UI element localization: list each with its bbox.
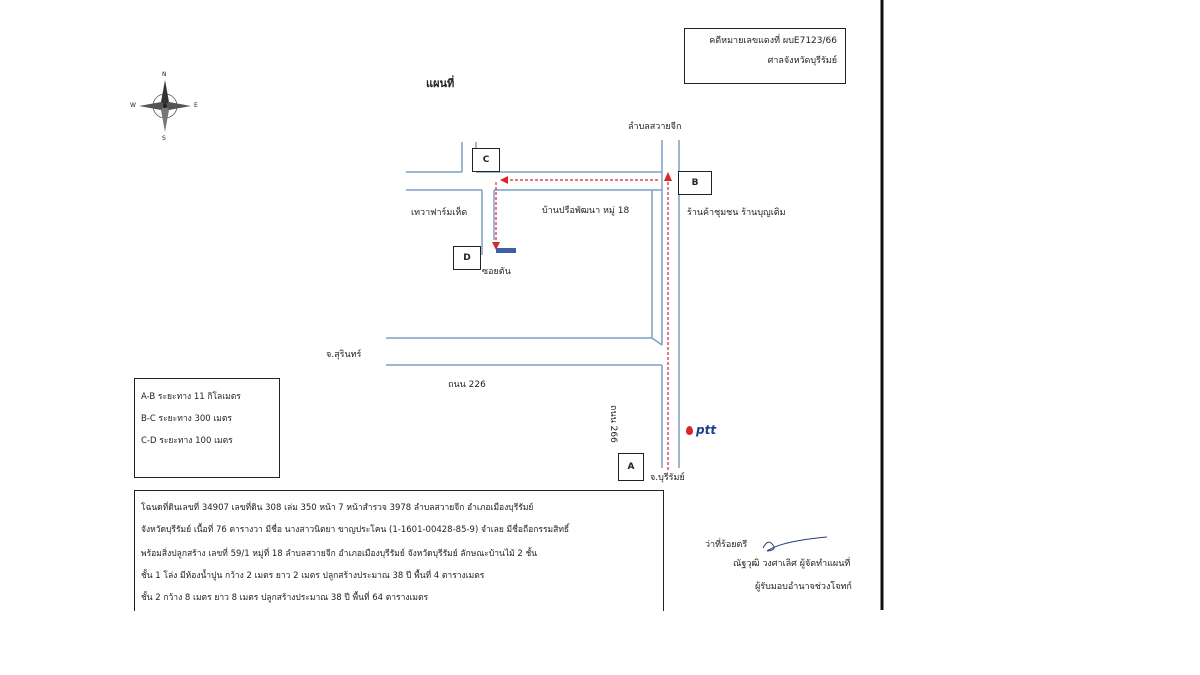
route-path bbox=[495, 179, 669, 470]
label-village: บ้านปรือพัฒนา หมู่ 18 bbox=[542, 206, 630, 216]
description-line: พร้อมสิ่งปลูกสร้าง เลขที่ 59/1 หมู่ที่ 1… bbox=[141, 549, 538, 559]
label-road-266: ถนน 266 bbox=[608, 405, 618, 443]
label-alley: ซอยตัน bbox=[482, 267, 511, 277]
distance-legend: A-B ระยะทาง 11 กิโลเมตร B-C ระยะทาง 300 … bbox=[134, 378, 280, 478]
roads bbox=[386, 140, 680, 468]
parcel-marker bbox=[496, 248, 516, 253]
description-line: โฉนดที่ดินเลขที่ 34907 เลขที่ดิน 308 เล่… bbox=[141, 503, 534, 513]
signature-scribble bbox=[762, 536, 828, 552]
compass-north-label: N bbox=[162, 71, 167, 78]
label-to-surin: จ.สุรินทร์ bbox=[326, 350, 362, 360]
description-line: ชั้น 2 กว้าง 8 เมตร ยาว 8 เมตร ปลูกสร้าง… bbox=[141, 593, 429, 603]
ptt-text: ptt bbox=[696, 423, 717, 437]
signature-title: ผู้รับมอบอำนาจช่วงโจทก์ bbox=[755, 582, 852, 592]
distance-bc: B-C ระยะทาง 300 เมตร bbox=[141, 414, 232, 424]
point-d: D bbox=[453, 246, 481, 270]
label-store: ร้านค้าชุมชน ร้านบุญเติม bbox=[687, 208, 786, 218]
point-b: B bbox=[678, 171, 712, 195]
label-church: เทวาฟาร์มเห็ด bbox=[411, 208, 468, 218]
land-description: โฉนดที่ดินเลขที่ 34907 เลขที่ดิน 308 เล่… bbox=[134, 490, 664, 611]
signature-name: ณัฐวุฒิ วงศาเลิศ ผู้จัดทำแผนที่ bbox=[733, 559, 851, 569]
description-line: ชั้น 1 โล่ง มีห้องน้ำปูน กว้าง 2 เมตร ยา… bbox=[141, 571, 485, 581]
distance-cd: C-D ระยะทาง 100 เมตร bbox=[141, 436, 233, 446]
distance-ab: A-B ระยะทาง 11 กิโลเมตร bbox=[141, 392, 241, 402]
map-title: แผนที่ bbox=[426, 77, 455, 90]
court-name: ศาลจังหวัดบุรีรัมย์ bbox=[767, 56, 837, 66]
compass-rose-icon bbox=[139, 80, 191, 132]
description-line: จังหวัดบุรีรัมย์ เนื้อที่ 76 ตารางวา มีช… bbox=[141, 525, 570, 535]
label-road-226: ถนน 226 bbox=[448, 380, 486, 390]
signature-rank: ว่าที่ร้อยตรี bbox=[705, 540, 748, 550]
label-district: ลำบลสวายจีก bbox=[628, 122, 682, 132]
compass-south-label: S bbox=[162, 135, 166, 142]
case-number: คดีหมายเลขแดงที่ ผบE7123/66 bbox=[709, 36, 837, 46]
ptt-flame-icon bbox=[686, 426, 693, 435]
route-arrowheads bbox=[492, 172, 672, 250]
compass-west-label: W bbox=[130, 102, 136, 109]
compass-east-label: E bbox=[194, 102, 198, 109]
case-box: คดีหมายเลขแดงที่ ผบE7123/66 ศาลจังหวัดบุ… bbox=[684, 28, 846, 84]
point-c: C bbox=[472, 148, 500, 172]
point-a: A bbox=[618, 453, 644, 481]
label-to-buriram: จ.บุรีรัมย์ bbox=[650, 473, 685, 483]
